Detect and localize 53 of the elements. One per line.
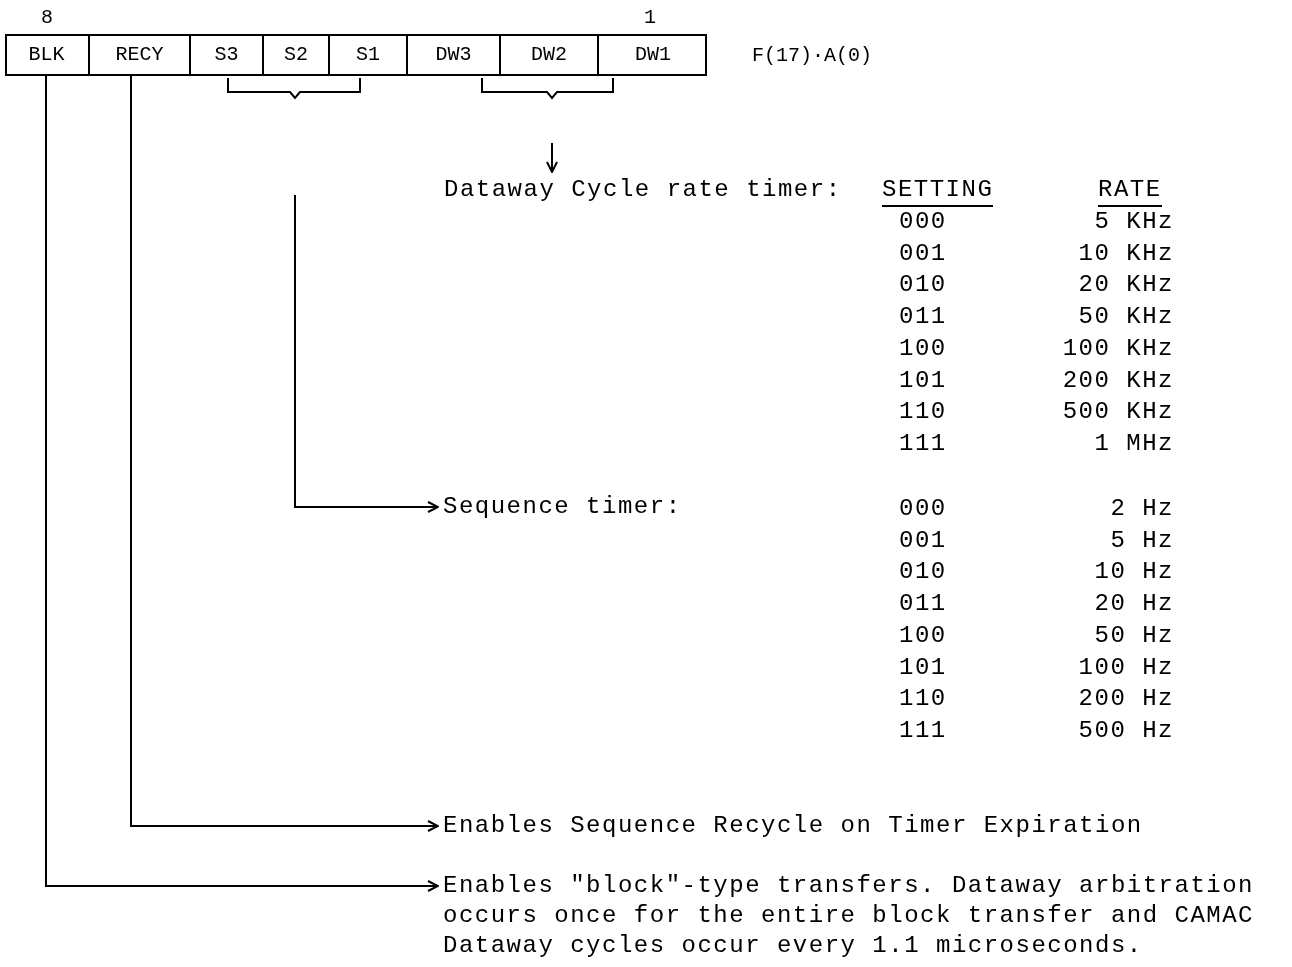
rate-value: 1 MHz: [1094, 428, 1174, 459]
rate-value: 20 Hz: [1094, 589, 1174, 620]
rate-value: 5 KHz: [1094, 207, 1174, 237]
setting-value: 110: [899, 684, 947, 715]
rate-value: 100 Hz: [1078, 652, 1174, 683]
setting-value: 001: [899, 525, 947, 556]
rate-value: 200 Hz: [1078, 684, 1174, 715]
description-text: Dataway Cycle rate timer:: [444, 175, 842, 205]
setting-value: 000: [899, 207, 947, 237]
description-text: Enables Sequence Recycle on Timer Expiration: [443, 811, 1143, 841]
description-text: Sequence timer:: [443, 492, 682, 522]
arrow: [45, 75, 439, 892]
column-header: SETTING: [882, 175, 994, 207]
rate-value: 50 Hz: [1094, 620, 1174, 651]
register-field: S2: [264, 34, 330, 76]
register-field: RECY: [90, 34, 191, 76]
rate-value: 20 KHz: [1078, 270, 1174, 301]
register-field: DW2: [501, 34, 599, 76]
setting-value: 111: [899, 428, 947, 459]
function-code: F(17)·A(0): [752, 44, 873, 68]
description-text: Enables "block"-type transfers. Dataway arbitration occurs once for the entire block transfer and CAMAC Dataway cycles occur every 1.1 microseconds.: [443, 871, 1292, 961]
setting-value: 110: [899, 397, 947, 428]
rate-value: 10 KHz: [1078, 238, 1174, 269]
rate-value: 500 Hz: [1078, 715, 1174, 746]
rate-value: 2 Hz: [1110, 494, 1174, 524]
rate-value: 500 KHz: [1062, 397, 1174, 428]
arrow: [130, 75, 439, 832]
arrow: [294, 194, 439, 513]
register-field: S3: [191, 34, 264, 76]
column-header: RATE: [1098, 175, 1162, 207]
bit-number: 1: [644, 6, 656, 30]
register-field: S1: [330, 34, 408, 76]
register-field: DW3: [408, 34, 501, 76]
rate-value: 50 KHz: [1078, 302, 1174, 333]
setting-value: 100: [899, 620, 947, 651]
bit-number: 8: [41, 6, 53, 30]
setting-value: 011: [899, 589, 947, 620]
setting-value: 011: [899, 302, 947, 333]
rate-value: 5 Hz: [1110, 525, 1174, 556]
setting-value: 111: [899, 715, 947, 746]
setting-value: 101: [899, 365, 947, 396]
setting-value: 000: [899, 494, 947, 524]
setting-value: 100: [899, 333, 947, 364]
rate-value: 200 KHz: [1062, 365, 1174, 396]
arrow: [546, 142, 558, 173]
setting-value: 101: [899, 652, 947, 683]
setting-value: 010: [899, 270, 947, 301]
register-field: DW1: [599, 34, 707, 76]
setting-value: 001: [899, 238, 947, 269]
setting-value: 010: [899, 557, 947, 588]
rate-value: 100 KHz: [1062, 333, 1174, 364]
register-field: BLK: [5, 34, 90, 76]
rate-value: 10 Hz: [1094, 557, 1174, 588]
